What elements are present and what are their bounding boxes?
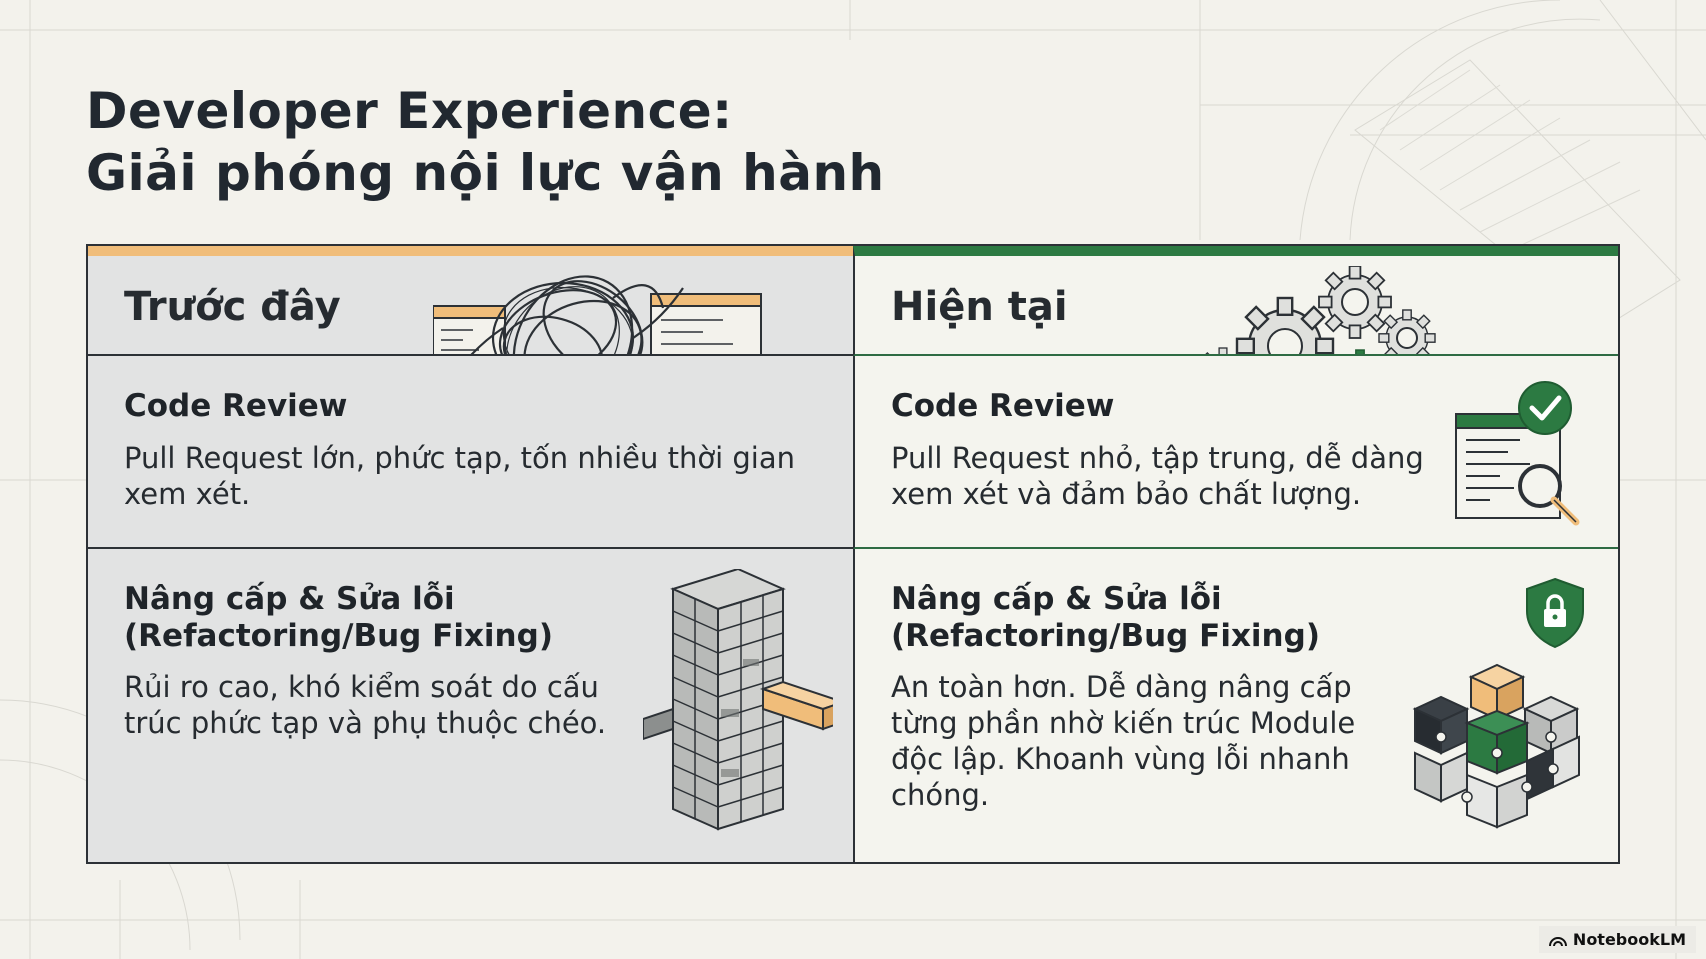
comparison-table: Trước đây: [86, 244, 1620, 864]
now-header-title: Hiện tại: [891, 284, 1068, 330]
page-title: Developer Experience: Giải phóng nội lực…: [86, 80, 885, 204]
notebooklm-logo-icon: [1548, 936, 1567, 946]
before-code-review-text: Pull Request lớn, phức tạp, tốn nhiều th…: [124, 441, 795, 511]
before-code-review: Code Review Pull Request lớn, phức tạp, …: [88, 356, 853, 549]
shield-lock-icon: [1526, 577, 1584, 649]
before-header: Trước đây: [88, 246, 853, 356]
puzzle-cube-icon: [1412, 663, 1580, 829]
before-refactoring-title: Nâng cấp & Sửa lỗi (Refactoring/Bug Fixi…: [124, 581, 553, 654]
before-refactoring: Nâng cấp & Sửa lỗi (Refactoring/Bug Fixi…: [88, 549, 853, 862]
before-refactoring-text: Rủi ro cao, khó kiểm soát do cấu trúc ph…: [124, 670, 607, 740]
notebooklm-watermark: NotebookLM: [1538, 926, 1696, 953]
now-refactoring: Nâng cấp & Sửa lỗi (Refactoring/Bug Fixi…: [853, 549, 1618, 862]
now-code-review-title: Code Review: [891, 388, 1115, 424]
tangled-cables-icon: [433, 275, 762, 354]
before-code-review-title: Code Review: [124, 388, 348, 424]
now-refactoring-title: Nâng cấp & Sửa lỗi (Refactoring/Bug Fixi…: [891, 581, 1320, 654]
page-title-line-1: Developer Experience:: [86, 82, 733, 140]
now-code-review: Code Review Pull Request nhỏ, tập trung,…: [853, 356, 1618, 549]
now-refactoring-text: An toàn hơn. Dễ dàng nâng cấp từng phần …: [891, 670, 1356, 812]
code-review-check-icon: [1455, 381, 1580, 526]
before-header-title: Trước đây: [124, 284, 341, 330]
jenga-tower-icon: [643, 569, 833, 831]
now-header: Hiện tại: [853, 246, 1618, 356]
page-title-line-2: Giải phóng nội lực vận hành: [86, 144, 885, 202]
now-code-review-text: Pull Request nhỏ, tập trung, dễ dàng xem…: [891, 441, 1424, 511]
gears-icon: [1196, 266, 1436, 354]
notebooklm-label: NotebookLM: [1572, 930, 1686, 949]
